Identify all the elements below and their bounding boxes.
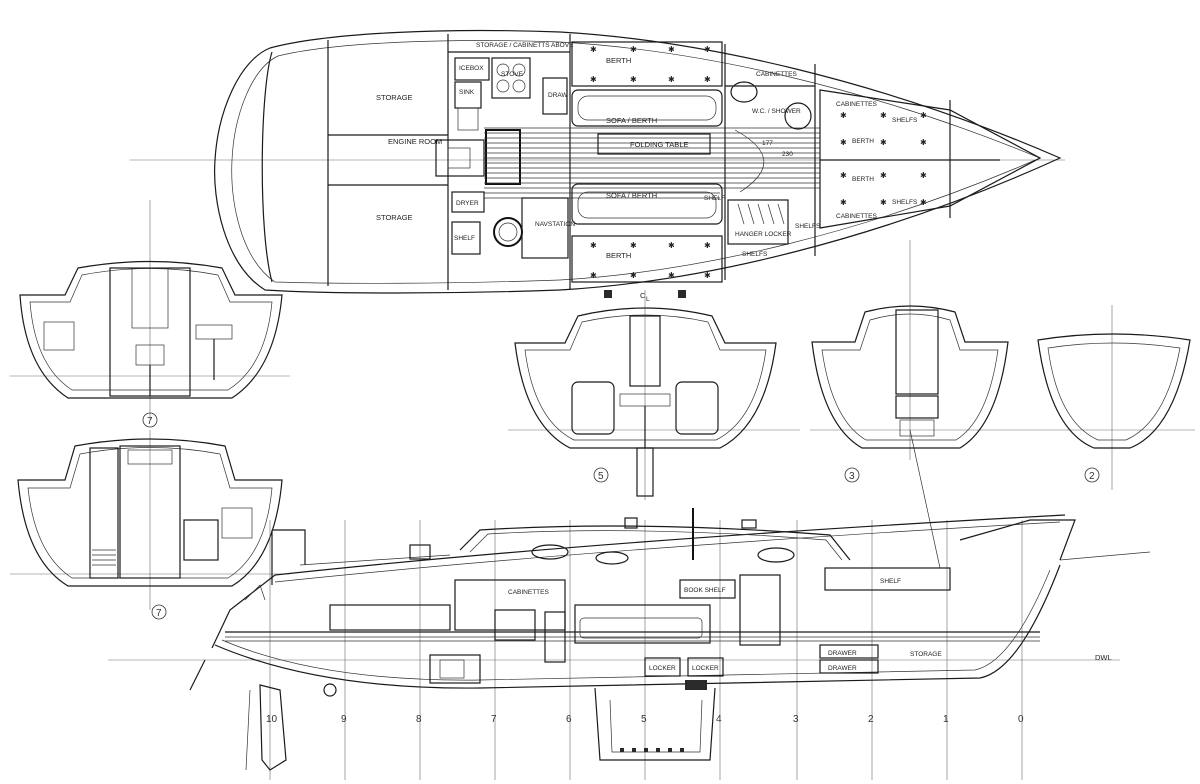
svg-text:✱: ✱	[668, 75, 675, 84]
svg-text:✱: ✱	[880, 171, 887, 180]
section-5: C L 5	[508, 290, 800, 500]
svg-text:✱: ✱	[668, 271, 675, 280]
section-3-number: 3	[849, 471, 855, 482]
plan-shelf-aft-label: SHELF	[454, 235, 475, 242]
section-5-cl-sub: L	[646, 296, 650, 303]
plan-shelfs-small-label: SHELF	[704, 195, 725, 202]
plan-dim-b: 230	[782, 151, 793, 158]
plan-sole-planking	[484, 127, 820, 199]
station-9: 9	[341, 714, 347, 725]
plan-shelfs-low-label: SHELFS	[742, 251, 768, 258]
svg-text:✱: ✱	[880, 111, 887, 120]
plan-navstation-label: NAVSTATION	[535, 221, 575, 228]
svg-text:✱: ✱	[704, 271, 711, 280]
svg-text:✱: ✱	[920, 198, 927, 207]
section-5-number: 5	[598, 471, 604, 482]
station-5: 5	[641, 714, 647, 725]
plan-storage-port-label: STORAGE	[376, 93, 413, 102]
plan-berth-port-label: BERTH	[606, 56, 631, 65]
plan-berth-stbd-label: BERTH	[606, 251, 631, 260]
station-6: 6	[566, 714, 572, 725]
plan-shelfs-mid-label: SHELFS	[795, 223, 821, 230]
section-7-upper: 7	[10, 200, 290, 428]
svg-text:✱: ✱	[840, 111, 847, 120]
svg-text:✱: ✱	[704, 241, 711, 250]
section-7-lower-number: 7	[156, 608, 162, 619]
profile-shelf-label: SHELF	[880, 578, 901, 585]
plan-sink-label: SINK	[459, 89, 475, 96]
svg-text:✱: ✱	[668, 45, 675, 54]
plan-storage-stbd-label: STORAGE	[376, 213, 413, 222]
plan-sofa-stbd-label: SOFA / BERTH	[606, 191, 657, 200]
svg-text:✱: ✱	[840, 198, 847, 207]
svg-text:✱: ✱	[880, 138, 887, 147]
svg-text:✱: ✱	[920, 138, 927, 147]
station-10: 10	[266, 714, 278, 725]
svg-text:✱: ✱	[840, 138, 847, 147]
plan-shelfs-vstbd-label: SHELFS	[892, 199, 918, 206]
section-2: 2	[1030, 305, 1195, 490]
station-2: 2	[868, 714, 874, 725]
section-5-cl-label: C	[640, 291, 646, 300]
section-7-lower: 7	[10, 430, 290, 620]
station-4: 4	[716, 714, 722, 725]
profile-storage-label: STORAGE	[910, 651, 942, 658]
plan-sofa-port-label: SOFA / BERTH	[606, 116, 657, 125]
profile-locker-a-label: LOCKER	[649, 665, 676, 672]
profile-dwl-label: DWL	[1095, 653, 1112, 662]
svg-text:✱: ✱	[704, 75, 711, 84]
plan-engine-room-label: ENGINE ROOM	[388, 137, 442, 146]
plan-berth-markers: ✱ ✱ ✱ ✱ ✱ ✱ ✱ ✱ ✱ ✱ ✱ ✱ ✱ ✱ ✱ ✱ ✱ ✱ ✱ ✱ ✱ ✱ ✱ ✱ ✱ ✱ ✱ ✱	[590, 45, 927, 280]
plan-icebox-label: ICEBOX	[459, 65, 484, 72]
svg-text:✱: ✱	[590, 45, 597, 54]
plan-berth-vport-label: BERTH	[852, 138, 874, 145]
profile-book-shelf-label: BOOK SHELF	[684, 587, 726, 594]
station-7: 7	[491, 714, 497, 725]
svg-text:✱: ✱	[590, 75, 597, 84]
svg-text:✱: ✱	[668, 241, 675, 250]
plan-storage-above-label: STORAGE / CABINETTS ABOVE	[476, 42, 574, 49]
svg-text:✱: ✱	[590, 241, 597, 250]
svg-text:✱: ✱	[920, 111, 927, 120]
plan-cabinettes-vport-label: CABINETTES	[836, 101, 877, 108]
svg-text:✱: ✱	[880, 198, 887, 207]
plan-shelfs-vport-label: SHELFS	[892, 117, 918, 124]
profile-locker-b-label: LOCKER	[692, 665, 719, 672]
plan-folding-table-label: FOLDING TABLE	[630, 140, 689, 149]
plan-wc-shower-label: W.C. / SHOWER	[752, 108, 801, 115]
plan-view: STORAGE STORAGE ENGINE ROOM STORAGE / CA…	[130, 29, 1065, 294]
plan-cabinettes-vstbd-label: CABINETTES	[836, 213, 877, 220]
svg-text:✱: ✱	[840, 171, 847, 180]
plan-cabinettes-fwd-label: CABINETTES	[756, 71, 797, 78]
plan-stove-label: STOVE	[501, 71, 524, 78]
svg-text:✱: ✱	[704, 45, 711, 54]
plan-dim-a: 177	[762, 140, 773, 147]
section-7-upper-number: 7	[147, 416, 153, 427]
section-3: 3	[810, 240, 1030, 483]
svg-text:✱: ✱	[630, 241, 637, 250]
profile-view: DWL 10 9 8 7 6 5 4 3 2 1 0	[108, 429, 1151, 780]
svg-text:✱: ✱	[630, 45, 637, 54]
svg-text:✱: ✱	[590, 271, 597, 280]
plan-hanger-locker-label: HANGER LOCKER	[735, 231, 792, 238]
profile-drawer-a-label: DRAWER	[828, 650, 857, 657]
plan-dryer-label: DRYER	[456, 200, 479, 207]
plan-berth-vstbd-label: BERTH	[852, 176, 874, 183]
station-0: 0	[1018, 714, 1024, 725]
profile-cabinettes-label: CABINETTES	[508, 589, 549, 596]
profile-drawer-b-label: DRAWER	[828, 665, 857, 672]
station-3: 3	[793, 714, 799, 725]
svg-text:✱: ✱	[920, 171, 927, 180]
station-8: 8	[416, 714, 422, 725]
section-2-number: 2	[1089, 471, 1095, 482]
svg-text:✱: ✱	[630, 271, 637, 280]
station-1: 1	[943, 714, 949, 725]
svg-text:✱: ✱	[630, 75, 637, 84]
plan-drawer-label: DRAW	[548, 92, 568, 99]
